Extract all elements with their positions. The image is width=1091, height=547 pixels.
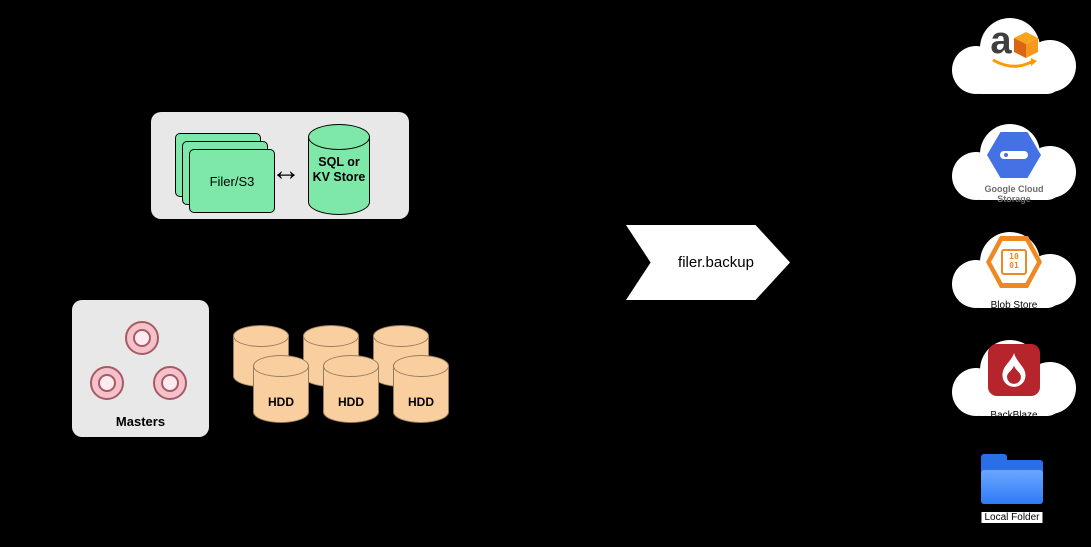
local-folder-label: Local Folder	[981, 512, 1043, 523]
hdd-cylinder-front-1: HDD	[253, 355, 309, 423]
hdd-label-1: HDD	[268, 395, 294, 409]
blob-digits-line1: 10	[1009, 252, 1019, 262]
cylinder-top	[253, 355, 309, 377]
aws-s3-icon: a	[981, 20, 1047, 82]
local-folder-icon	[981, 454, 1043, 504]
cylinder-top	[308, 124, 370, 150]
hdd-cylinder-front-3: HDD	[393, 355, 449, 423]
master-node-inner-1	[133, 329, 151, 347]
master-node-icon-1	[125, 321, 159, 355]
blob-store-icon: 10 01	[986, 236, 1042, 288]
blob-inner-hex: 10 01	[991, 241, 1037, 283]
blob-digits: 10 01	[1001, 249, 1027, 275]
cylinder-top	[233, 325, 289, 347]
blob-store-label: Blob Store	[990, 300, 1038, 311]
cylinder-top	[323, 355, 379, 377]
google-cloud-storage-icon	[987, 132, 1041, 178]
filer-label: Filer/S3	[209, 173, 255, 189]
hdd-label-3: HDD	[408, 395, 434, 409]
masters-box: Masters	[72, 300, 209, 437]
google-cloud-storage-label: Google Cloud Storage	[984, 184, 1044, 205]
filer-backup-label: filer.backup	[678, 254, 754, 271]
backblaze-label: BackBlaze	[990, 410, 1038, 421]
master-node-icon-3	[153, 366, 187, 400]
hdd-label-2: HDD	[338, 395, 364, 409]
master-node-icon-2	[90, 366, 124, 400]
filer-stack-front: Filer/S3	[189, 149, 275, 213]
destination-google-cloud-storage: Google Cloud Storage	[938, 114, 1090, 212]
destination-blob-store: 10 01 Blob Store	[938, 222, 1090, 320]
cylinder-top	[303, 325, 359, 347]
folder-front	[981, 470, 1043, 504]
destination-backblaze: BackBlaze	[938, 330, 1090, 428]
aws-cube-icon	[1013, 32, 1038, 59]
destination-amazon-s3: a	[938, 8, 1090, 106]
hdd-cylinder-front-2: HDD	[323, 355, 379, 423]
sql-kv-store-cylinder: SQL or KV Store	[308, 124, 370, 215]
backblaze-icon	[988, 344, 1040, 396]
bidirectional-arrow-icon: ↔	[271, 154, 301, 187]
gcs-bar	[1000, 151, 1028, 159]
volume-servers-group: HDD HDD HDD	[230, 323, 456, 425]
aws-letter-a: a	[990, 20, 1012, 62]
cylinder-top	[393, 355, 449, 377]
cylinder-side	[308, 136, 370, 203]
filer-cluster-box: Filer/S3 ↔ SQL or KV Store	[151, 112, 409, 219]
masters-label: Masters	[115, 414, 166, 429]
master-node-inner-2	[98, 374, 116, 392]
aws-smile-icon	[992, 58, 1037, 68]
backblaze-flame-icon	[1002, 353, 1026, 387]
cylinder-top	[373, 325, 429, 347]
master-node-inner-3	[161, 374, 179, 392]
sql-kv-store-label: SQL or KV Store	[312, 155, 366, 184]
filer-backup-arrow: filer.backup	[626, 225, 790, 300]
blob-digits-line2: 01	[1009, 261, 1019, 270]
destination-local-folder: Local Folder	[960, 450, 1064, 542]
